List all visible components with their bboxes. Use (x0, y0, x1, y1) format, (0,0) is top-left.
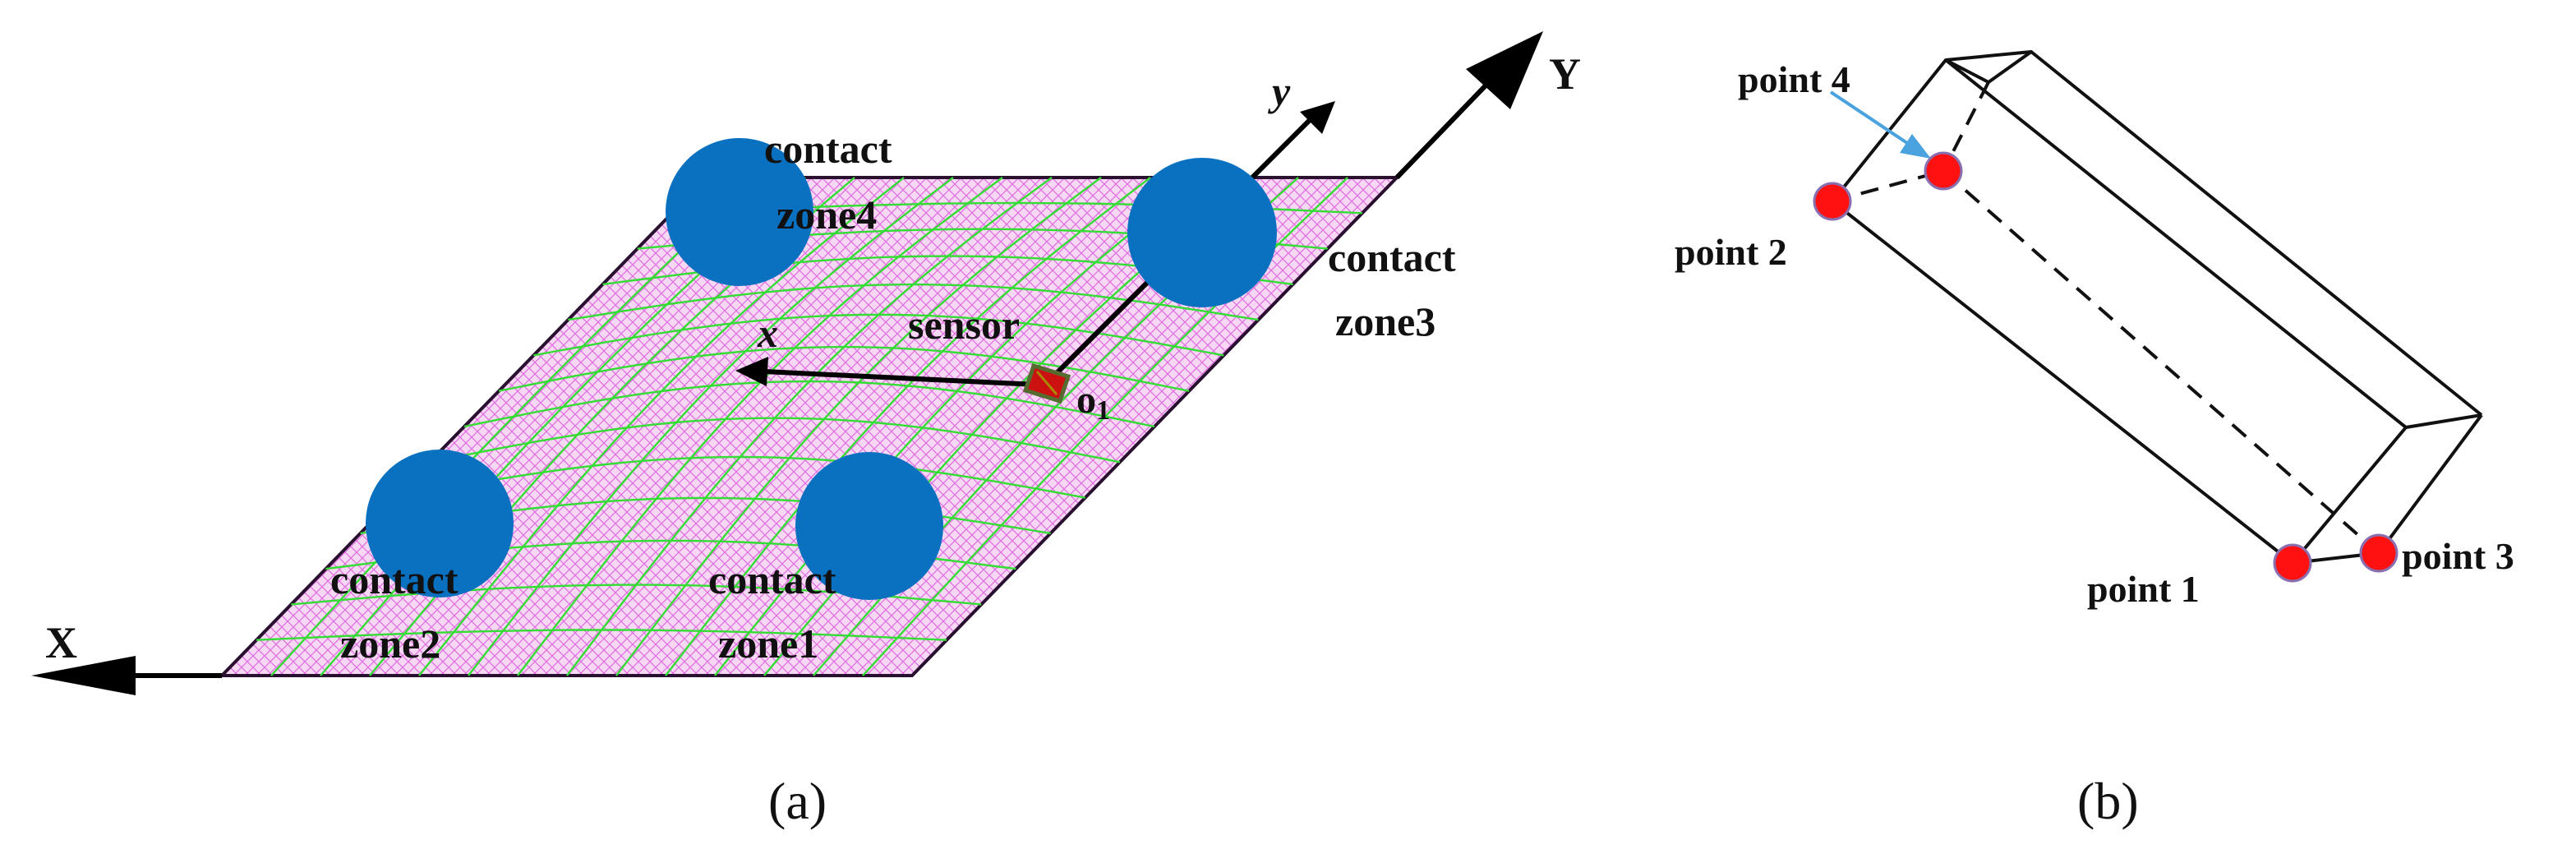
axis-label-x-local: x (757, 310, 778, 356)
point2-marker (1813, 182, 1852, 221)
point4-label: point 4 (1738, 58, 1850, 100)
caption-b: (b) (2077, 772, 2139, 830)
point4-marker (1924, 151, 1963, 191)
prism-edge (2030, 50, 2483, 417)
mesh-line (394, 455, 1085, 499)
x-axis-global (31, 656, 222, 695)
prism-edge (1831, 200, 2294, 565)
point4-leader-arrow (1829, 90, 1916, 150)
x-axis-local (735, 357, 1038, 387)
axis-label-Y: Y (1549, 49, 1581, 99)
contact-zone3-disk (1127, 158, 1277, 307)
prism-edge (2377, 413, 2483, 555)
point2-label: point 2 (1675, 231, 1787, 273)
point1-marker (2273, 543, 2312, 583)
contact-zone1-disk (795, 452, 943, 600)
mesh-line (533, 313, 1224, 357)
panel-b-points: point 4 point 2 point 1 point 3 (b) (1675, 58, 2514, 830)
mesh-line (498, 345, 1190, 392)
contact-zone4-disk (666, 138, 813, 286)
point3-marker (2359, 533, 2399, 573)
point4-arrowhead (1900, 134, 1931, 159)
prism-hidden-edge (1942, 169, 2380, 555)
prism-hidden-edge (1942, 81, 1990, 172)
point1-label: point 1 (2087, 568, 2200, 610)
contact-zone4-label: contact zone4 (764, 126, 902, 238)
y-axis-global (1394, 31, 1543, 180)
prism-top-face (1944, 50, 2033, 84)
mesh-line (568, 283, 1259, 321)
mesh-line (429, 417, 1121, 464)
mesh-line (256, 629, 947, 641)
point3-label: point 3 (2402, 535, 2514, 577)
sensor-marker (1022, 362, 1071, 404)
contact-zone1-label: contact zone1 (708, 556, 846, 667)
mesh-line (463, 380, 1155, 428)
contact-zone2-disk (366, 450, 514, 598)
prism-edge (2291, 426, 2408, 565)
caption-a: (a) (768, 772, 827, 830)
axis-label-X: X (45, 618, 77, 667)
contact-zone2-label: contact zone2 (330, 556, 468, 667)
panel-a: X Y x y sensor o1 contact zone4 (31, 31, 1581, 830)
panel-b (1831, 50, 2483, 565)
prism-edge (1944, 58, 2408, 429)
origin-label: o1 (1076, 378, 1110, 426)
axis-label-y-local: y (1268, 68, 1291, 114)
contact-zone3-label: contact zone3 (1328, 234, 1466, 344)
sensor-label: sensor (908, 302, 1020, 348)
prism-edge (2405, 413, 2482, 429)
